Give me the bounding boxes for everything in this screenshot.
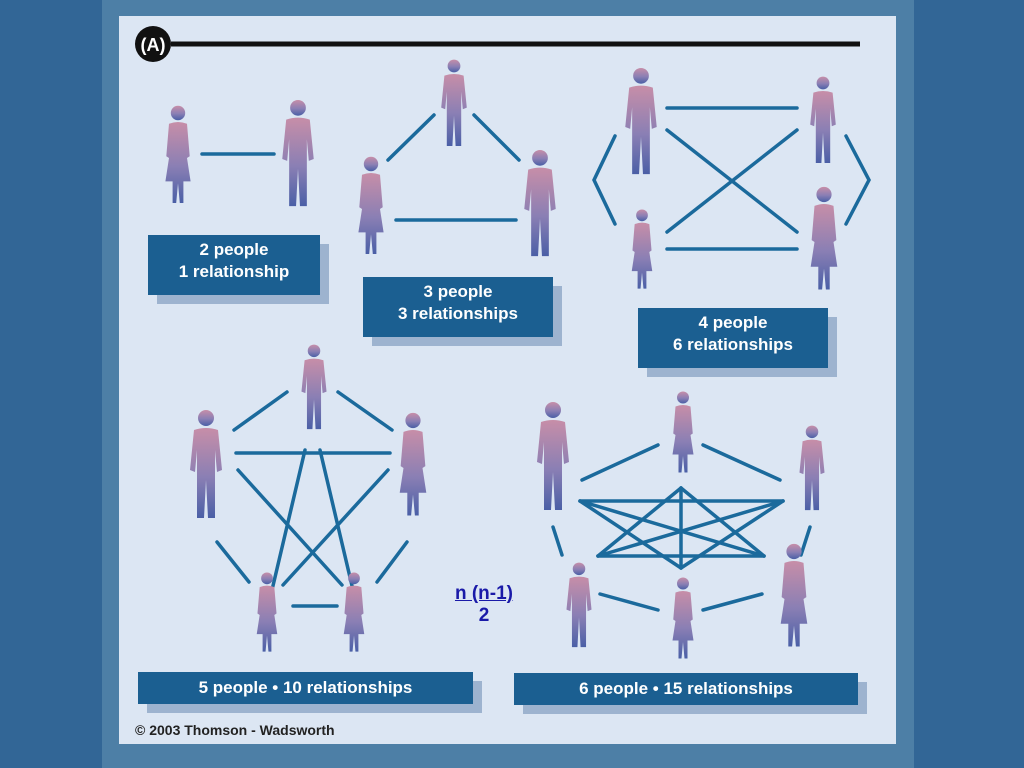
formula-denominator: 2 bbox=[478, 605, 490, 626]
link-line bbox=[551, 525, 564, 557]
link-line bbox=[386, 113, 436, 162]
link-line bbox=[281, 468, 390, 587]
person-woman-icon bbox=[780, 543, 808, 647]
person-man-icon bbox=[566, 562, 592, 648]
person-woman-icon bbox=[672, 391, 694, 473]
group-label-line1: 2 people bbox=[199, 240, 269, 259]
person-man-icon bbox=[625, 67, 657, 175]
link-line bbox=[236, 468, 344, 587]
link-line bbox=[799, 525, 812, 557]
group-label-line1: 4 people bbox=[698, 313, 768, 332]
link-line bbox=[665, 128, 799, 234]
person-woman-icon bbox=[358, 156, 384, 254]
copyright-notice: © 2003 Thomson - Wadsworth bbox=[135, 722, 335, 738]
panel-tag-text: (A) bbox=[141, 35, 166, 55]
person-woman-icon bbox=[343, 572, 365, 652]
link-line bbox=[598, 592, 660, 612]
person-man-icon bbox=[301, 344, 327, 430]
link-line bbox=[215, 540, 251, 584]
person-woman-icon bbox=[399, 412, 427, 516]
group-label-3-people: 3 people 3 relationships bbox=[363, 277, 553, 337]
link-line bbox=[844, 134, 871, 226]
link-line bbox=[580, 443, 660, 482]
link-line bbox=[472, 113, 521, 162]
person-woman-icon bbox=[631, 209, 653, 289]
group-label-5-people: 5 people • 10 relationships bbox=[138, 672, 473, 704]
person-woman-icon bbox=[810, 186, 838, 290]
link-line bbox=[701, 592, 764, 612]
formula-numerator: n (n-1) bbox=[454, 583, 514, 604]
group-label-line2: 3 relationships bbox=[398, 304, 518, 323]
group-label-line2: 6 relationships bbox=[673, 335, 793, 354]
person-woman-icon bbox=[672, 577, 694, 659]
group-label-line2: 1 relationship bbox=[178, 262, 290, 281]
link-line bbox=[679, 499, 785, 570]
group-label-line1: 6 people • 15 relationships bbox=[579, 679, 793, 698]
figure-panel bbox=[119, 16, 896, 744]
link-line bbox=[336, 390, 394, 432]
group-label-line1: 3 people bbox=[423, 282, 493, 301]
link-line bbox=[578, 499, 683, 570]
person-man-icon bbox=[524, 149, 556, 257]
link-line bbox=[270, 448, 307, 592]
relationship-formula: n (n-1) 2 bbox=[441, 583, 527, 627]
group-label-2-people: 2 people 1 relationship bbox=[148, 235, 320, 295]
group-label-6-people: 6 people • 15 relationships bbox=[514, 673, 858, 705]
person-man-icon bbox=[810, 76, 836, 163]
group-label-line1: 5 people • 10 relationships bbox=[198, 678, 413, 697]
person-man-icon bbox=[190, 410, 222, 518]
person-man-icon bbox=[282, 99, 314, 207]
panel-tag: (A) bbox=[135, 26, 171, 62]
link-line bbox=[318, 448, 355, 592]
link-line bbox=[596, 486, 683, 558]
link-line bbox=[232, 390, 289, 432]
group-label-4-people: 4 people 6 relationships bbox=[638, 308, 828, 368]
link-line bbox=[679, 486, 766, 558]
link-line bbox=[701, 443, 782, 482]
person-man-icon bbox=[799, 425, 825, 511]
link-line bbox=[592, 134, 617, 226]
person-man-icon bbox=[441, 59, 467, 146]
link-line bbox=[375, 540, 409, 584]
person-man-icon bbox=[537, 402, 569, 510]
link-line bbox=[578, 499, 766, 558]
link-line bbox=[596, 499, 785, 558]
person-woman-icon bbox=[165, 105, 191, 203]
